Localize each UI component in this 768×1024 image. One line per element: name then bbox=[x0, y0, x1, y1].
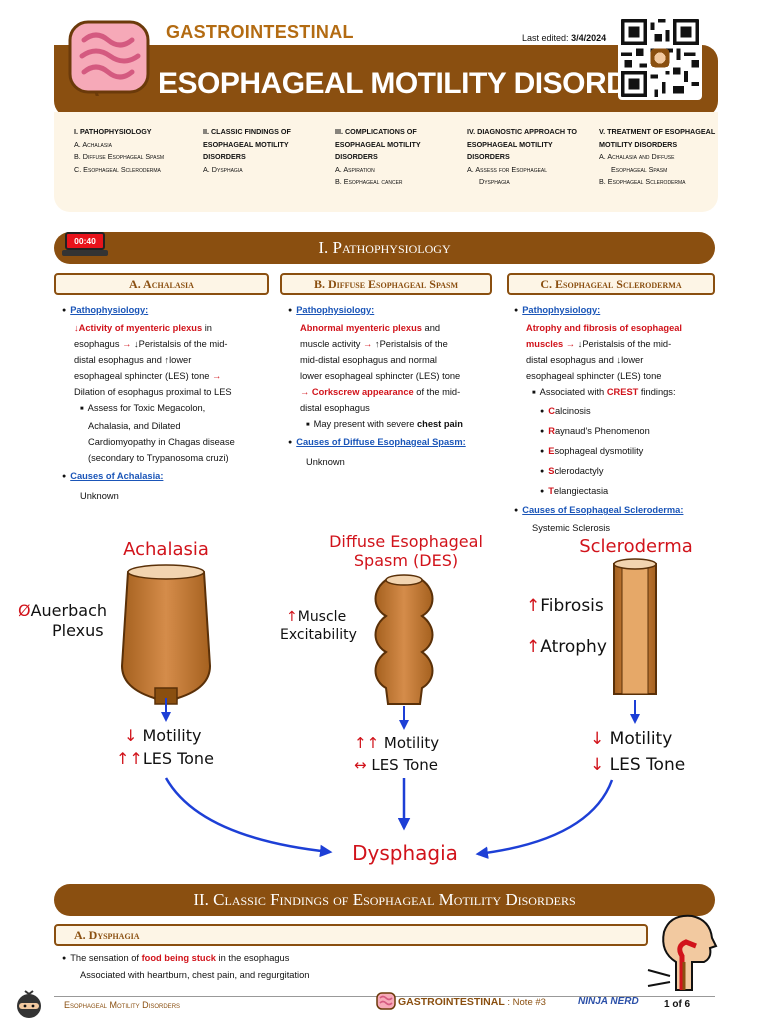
title-band bbox=[54, 45, 718, 117]
toc-section-5[interactable]: V. Treatment of Esophageal Motility Diso… bbox=[599, 127, 716, 186]
footer-topic: Esophageal Motility Disorders bbox=[64, 1000, 181, 1010]
footer-category: GASTROINTESTINAL : Note #3 bbox=[398, 996, 546, 1008]
table-of-contents: I. Pathophysiology A. Achalasia B. Diffu… bbox=[54, 112, 718, 212]
des-esophagus-illustration bbox=[374, 574, 434, 705]
toc-section-1[interactable]: I. Pathophysiology A. Achalasia B. Diffu… bbox=[74, 127, 164, 174]
esophageal-motility-diagram: Achalasia Diffuse Esophageal Spasm (DES)… bbox=[18, 532, 693, 865]
achalasia-patho-heading[interactable]: Pathophysiology: bbox=[70, 305, 149, 315]
auerbach-label: ØAuerbach bbox=[18, 601, 107, 620]
des-motility: ↑↑ Motility bbox=[354, 734, 439, 752]
page-number: 1 of 6 bbox=[664, 999, 691, 1010]
dysphagia-outcome: Dysphagia bbox=[352, 841, 458, 865]
des-diagram-title-line2: Spasm (DES) bbox=[354, 551, 458, 570]
tab-dysphagia[interactable]: A. Dysphagia bbox=[54, 924, 648, 946]
fibrosis-label: ↑Fibrosis bbox=[526, 596, 604, 616]
achalasia-motility: ↓ Motility bbox=[124, 726, 201, 745]
toc-section-3[interactable]: III. Complications of Esophageal Motilit… bbox=[335, 127, 421, 186]
des-diagram-title-line1: Diffuse Esophageal bbox=[329, 532, 483, 551]
des-patho-heading[interactable]: Pathophysiology: bbox=[296, 305, 375, 315]
ninja-mascot-icon bbox=[17, 990, 41, 1018]
achalasia-diagram-title: Achalasia bbox=[123, 539, 209, 560]
ninja-nerd-logo: NINJA NERD bbox=[578, 996, 639, 1007]
toc-section-4[interactable]: IV. Diagnostic Approach to Esophageal Mo… bbox=[467, 127, 577, 186]
achalasia-les-tone: ↑↑LES Tone bbox=[116, 749, 214, 768]
des-column: Pathophysiology: Abnormal myenteric plex… bbox=[288, 302, 503, 470]
intestine-logo-icon bbox=[68, 20, 150, 96]
dysphagia-content: The sensation of food being stuck in the… bbox=[62, 951, 642, 983]
scleroderma-diagram-title: Scleroderma bbox=[579, 536, 693, 557]
scleroderma-column: Pathophysiology: Atrophy and fibrosis of… bbox=[514, 302, 719, 536]
tab-achalasia[interactable]: A. Achalasia bbox=[54, 273, 269, 295]
section-2-title: II. Classic Findings of Esophageal Motil… bbox=[54, 884, 715, 916]
footer: Esophageal Motility Disorders GASTROINTE… bbox=[0, 990, 768, 1024]
toc-section-2[interactable]: II. Classic Findings of Esophageal Motil… bbox=[203, 127, 291, 174]
section-1-title: I. Pathophysiology bbox=[54, 232, 715, 264]
achalasia-column: Pathophysiology: ↓Activity of myenteric … bbox=[62, 302, 274, 504]
scleroderma-to-dysphagia-arrow bbox=[475, 779, 614, 859]
achalasia-causes-heading[interactable]: Causes of Achalasia: bbox=[70, 471, 164, 481]
plexus-label: Plexus bbox=[52, 621, 104, 640]
achalasia-to-dysphagia-arrow bbox=[164, 777, 333, 858]
category-label: GASTROINTESTINAL bbox=[166, 22, 354, 42]
scleroderma-causes-heading[interactable]: Causes of Esophageal Scleroderma: bbox=[522, 505, 684, 515]
des-les-tone: ↔ LES Tone bbox=[354, 756, 438, 774]
tab-diffuse-esophageal-spasm[interactable]: B. Diffuse Esophageal Spasm bbox=[280, 273, 492, 295]
head-throat-icon bbox=[647, 914, 718, 991]
muscle-label: ↑Muscle bbox=[286, 609, 346, 625]
scleroderma-motility: ↓ Motility bbox=[590, 729, 672, 749]
scleroderma-esophagus-illustration bbox=[613, 558, 657, 695]
footer-intestine-icon bbox=[376, 992, 396, 1010]
scleroderma-les-tone: ↓ LES Tone bbox=[590, 755, 685, 775]
timer-icon: 00:40 bbox=[62, 230, 108, 258]
scleroderma-patho-heading[interactable]: Pathophysiology: bbox=[522, 305, 601, 315]
des-causes-heading[interactable]: Causes of Diffuse Esophageal Spasm: bbox=[296, 437, 466, 447]
tab-esophageal-scleroderma[interactable]: C. Esophageal Scleroderma bbox=[507, 273, 715, 295]
qr-code-icon[interactable] bbox=[618, 16, 702, 100]
last-edited: Last edited: 3/4/2024 bbox=[522, 33, 607, 43]
excitability-label: Excitability bbox=[280, 627, 357, 643]
timer-display: 00:40 bbox=[65, 232, 105, 250]
atrophy-label: ↑Atrophy bbox=[526, 637, 607, 657]
achalasia-esophagus-illustration bbox=[120, 564, 212, 705]
page-title: ESOPHAGEAL MOTILITY DISORDERS bbox=[158, 67, 688, 100]
